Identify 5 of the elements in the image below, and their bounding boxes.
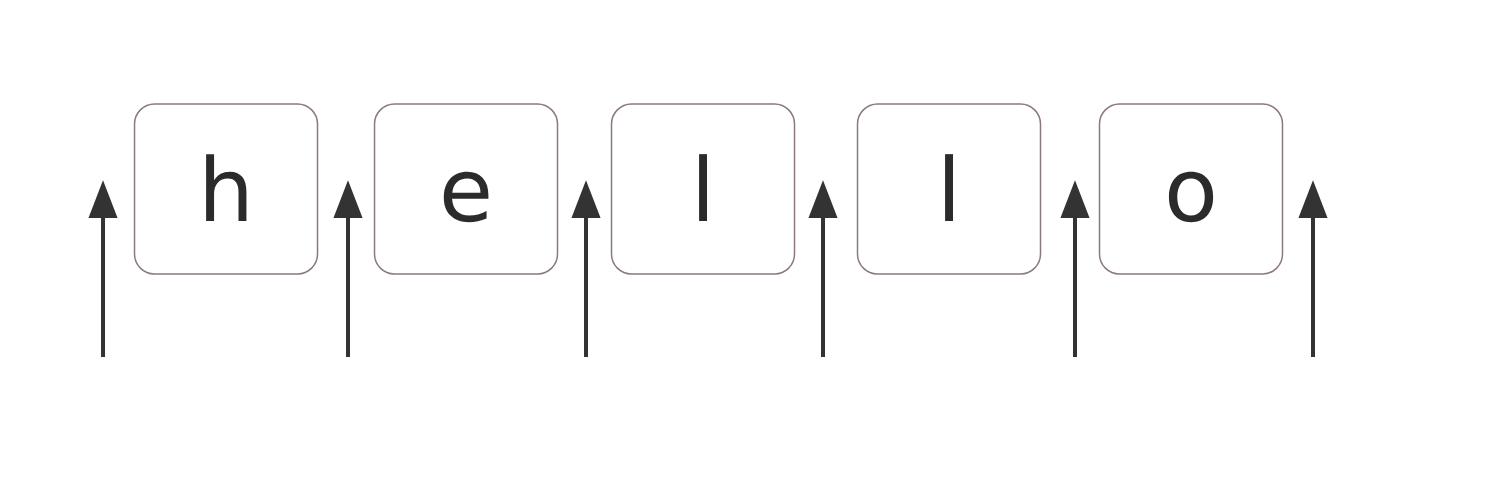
letter-box: h bbox=[133, 103, 319, 275]
letter-box: l bbox=[610, 103, 796, 275]
letter-box: e bbox=[373, 103, 559, 275]
letter-box: l bbox=[856, 103, 1042, 275]
letter-box: o bbox=[1098, 103, 1284, 275]
